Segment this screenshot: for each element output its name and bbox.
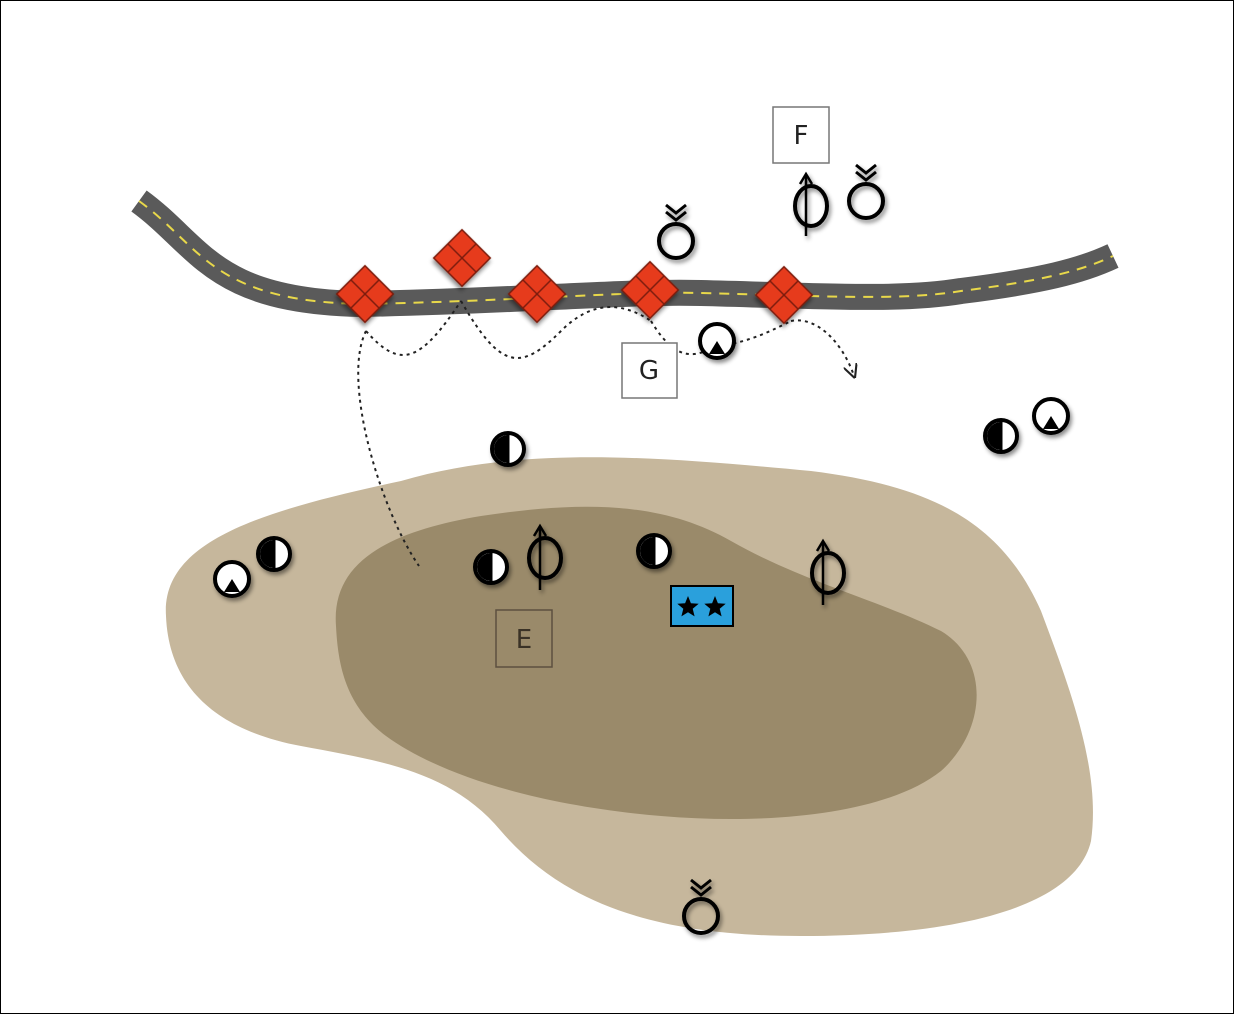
label-f-text: F xyxy=(794,121,809,151)
label-e-text: E xyxy=(516,625,532,655)
tent-circle-icon xyxy=(1032,397,1070,435)
chevron-circle-icon xyxy=(682,878,720,935)
diamond-marker-icon xyxy=(754,265,814,325)
half-filled-circle-icon xyxy=(473,549,509,585)
arrow-circle-icon xyxy=(793,171,829,236)
label-box-e: E xyxy=(495,609,553,668)
chevron-circle-icon xyxy=(657,203,695,260)
half-filled-circle-icon xyxy=(983,418,1019,454)
diamond-marker-icon xyxy=(432,228,492,288)
arrow-circle-icon xyxy=(527,523,563,590)
label-g-text: G xyxy=(639,356,659,386)
half-filled-circle-icon xyxy=(490,431,526,467)
diamond-marker-icon xyxy=(335,264,395,324)
label-box-g: G xyxy=(621,342,678,399)
half-filled-circle-icon xyxy=(636,533,672,569)
tent-circle-icon xyxy=(698,322,736,360)
chevron-circle-icon xyxy=(847,163,885,220)
label-box-f: F xyxy=(772,106,830,164)
two-star-flag-icon xyxy=(670,585,734,627)
diamond-marker-icon xyxy=(507,264,567,324)
tent-circle-icon xyxy=(213,560,251,598)
diamond-marker-icon xyxy=(620,260,680,320)
arrow-circle-icon xyxy=(810,538,846,605)
half-filled-circle-icon xyxy=(256,536,292,572)
